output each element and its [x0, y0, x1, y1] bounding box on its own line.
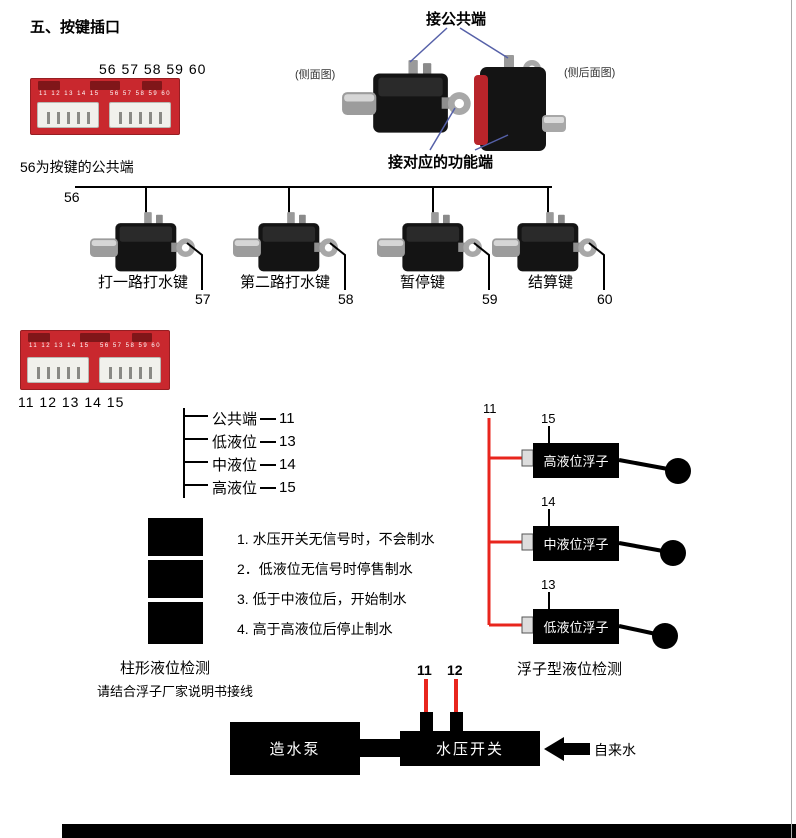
float-sensor-caption: 浮子型液位检测 — [517, 661, 623, 678]
pcb-connector-photo-bottom: 11 12 13 14 15 56 57 58 59 60 — [20, 330, 170, 390]
inlet-label: 自来水 — [594, 742, 636, 758]
float-box-low: 低液位浮子 — [533, 609, 619, 644]
pcb-component — [90, 81, 120, 90]
switch-pin-12: 12 — [447, 662, 463, 678]
column-sensor-caption: 柱形液位检测 — [120, 660, 211, 677]
tap-dash — [260, 440, 277, 443]
rule-2: 2．低液位无信号时停售制水 — [237, 561, 413, 577]
pcb-silk-right: 56 57 58 59 60 — [110, 91, 172, 97]
pump-connector-bar — [358, 739, 402, 757]
tap-pin: 15 — [279, 479, 296, 496]
switch-terminal-nub — [420, 712, 433, 732]
column-sensor-note: 请结合浮子厂家说明书接线 — [97, 684, 254, 699]
button-label: 暂停键 — [400, 274, 446, 291]
button-label: 结算键 — [528, 274, 574, 291]
tap-label: 公共端 — [212, 411, 258, 428]
pcb-socket-left — [37, 102, 99, 128]
pcb-connector-photo-top: 11 12 13 14 15 56 57 58 59 60 — [30, 78, 180, 135]
float-common-pin: 11 — [483, 401, 497, 416]
column-sensor-block — [148, 518, 203, 556]
tap-pin: 11 — [279, 410, 295, 427]
button-label: 第二路打水键 — [240, 274, 331, 291]
float-box-mid: 中液位浮子 — [533, 526, 619, 561]
photo-label-side-view: (侧面图) — [295, 69, 336, 81]
tap-label: 低液位 — [212, 434, 258, 451]
button-label: 打一路打水键 — [98, 274, 189, 291]
pcb-component — [38, 81, 60, 90]
pcb-silk-left: 11 12 13 14 15 — [39, 91, 100, 97]
float-pin: 14 — [541, 494, 556, 509]
page-right-edge — [791, 0, 792, 838]
microswitch-photo — [233, 212, 338, 272]
button-pin: 59 — [482, 291, 498, 307]
page-title: 五、按键插口 — [30, 19, 121, 36]
switch-photo-side-rear-view — [474, 55, 566, 151]
tap-row-low: 低液位 13 — [212, 431, 296, 452]
photo-label-side-rear-view: (侧后面图) — [564, 67, 616, 79]
pcb-silk-left: 11 12 13 14 15 — [29, 343, 90, 349]
microswitch-photo — [90, 212, 195, 272]
tap-pin: 14 — [279, 456, 296, 473]
float-terminal-clip — [521, 533, 534, 551]
common-pin-note: 56为按键的公共端 — [20, 159, 134, 175]
float-terminal-clip — [521, 449, 534, 467]
pcb-component — [142, 81, 162, 90]
microswitch-photo — [377, 212, 482, 272]
column-sensor-block — [148, 560, 203, 598]
rule-4: 4. 高于高液位后停止制水 — [237, 621, 393, 637]
column-sensor-block — [148, 602, 203, 644]
float-terminal-clip — [521, 616, 534, 634]
button-pin: 57 — [195, 291, 211, 307]
pcb-silk-right: 56 57 58 59 60 — [100, 343, 162, 349]
tap-label: 中液位 — [212, 457, 258, 474]
connector-pin-numbers-top: 56 57 58 59 60 — [99, 61, 207, 77]
pcb-socket-right — [99, 357, 161, 383]
float-box-high: 高液位浮子 — [533, 443, 619, 478]
tap-dash — [260, 463, 277, 466]
tap-dash — [260, 417, 277, 420]
tap-pin: 13 — [279, 433, 296, 450]
pcb-component — [28, 333, 50, 342]
pump-box: 造水泵 — [230, 722, 360, 775]
float-ball — [660, 540, 686, 566]
tap-row-high: 高液位 15 — [212, 477, 296, 498]
tap-row-mid: 中液位 14 — [212, 454, 296, 475]
tap-row-common: 公共端 11 — [212, 408, 295, 429]
tap-dash — [260, 486, 277, 489]
switch-pin-11: 11 — [417, 662, 432, 678]
pcb-component — [80, 333, 110, 342]
pcb-socket-left — [27, 357, 89, 383]
connector-pin-numbers-bottom: 11 12 13 14 15 — [18, 394, 125, 410]
float-ball — [652, 623, 678, 649]
button-pin: 58 — [338, 291, 354, 307]
switch-photo-side-view — [342, 60, 471, 133]
pcb-socket-right — [109, 102, 171, 128]
pressure-switch-box: 水压开关 — [400, 731, 540, 766]
float-pin: 15 — [541, 411, 556, 426]
bus-pin-number: 56 — [64, 189, 80, 205]
tap-label: 高液位 — [212, 480, 258, 497]
common-terminal-label: 接公共端 — [426, 11, 487, 28]
switch-terminal-nub — [450, 712, 463, 732]
inlet-arrow-icon — [544, 737, 590, 761]
microswitch-photo — [492, 212, 597, 272]
page-bottom-bar — [62, 824, 796, 838]
level-tap-wiring — [183, 408, 208, 498]
pcb-component — [132, 333, 152, 342]
button-pin: 60 — [597, 291, 613, 307]
rule-3: 3. 低于中液位后，开始制水 — [237, 591, 407, 607]
rule-1: 1. 水压开关无信号时，不会制水 — [237, 531, 435, 547]
float-ball — [665, 458, 691, 484]
float-pin: 13 — [541, 577, 556, 592]
function-terminal-label: 接对应的功能端 — [388, 154, 494, 171]
annotation-lines — [409, 27, 509, 151]
